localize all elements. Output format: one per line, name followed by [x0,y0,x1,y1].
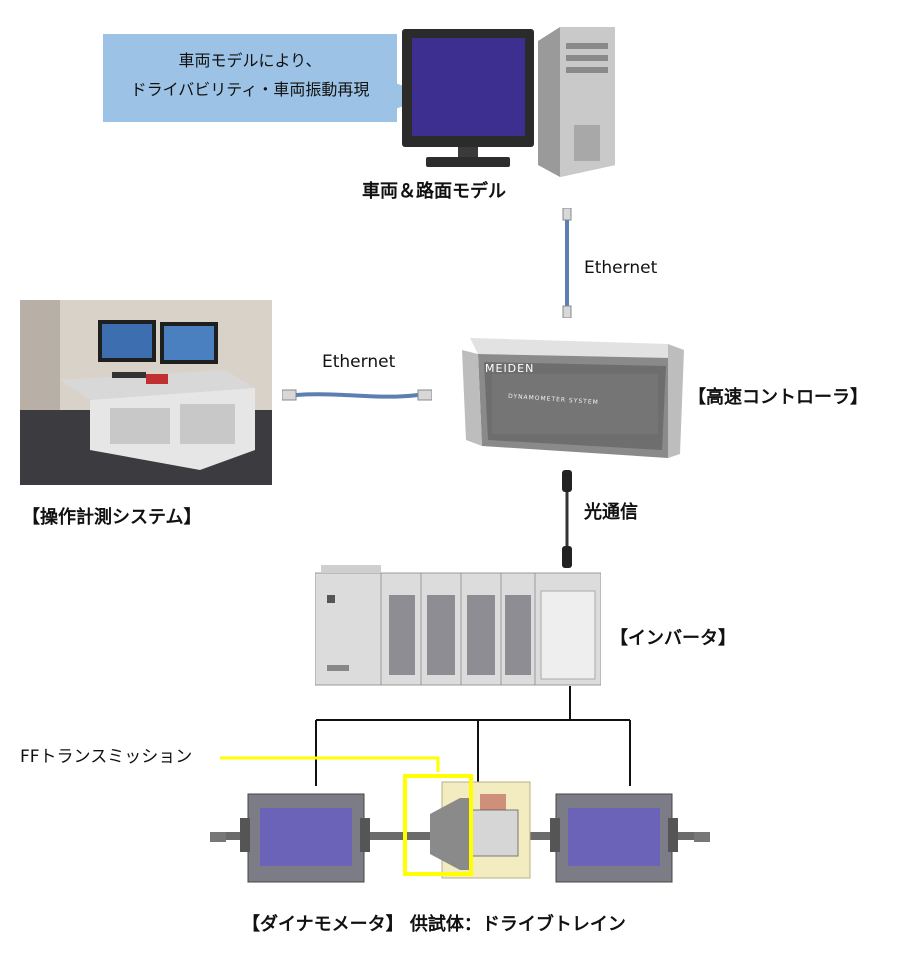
ff-transmission-label: FFトランスミッション [20,747,193,767]
power-wiring [315,686,631,786]
callout-box [103,34,397,122]
pc-illustration [402,27,615,177]
controller-brand: MEIDEN [485,362,535,375]
ethernet-cable-vertical [562,208,572,318]
inverter-label: 【インバータ】 [610,628,736,649]
left-dynamometer [240,793,370,883]
monitor-screen [412,38,525,136]
transmission-unit [430,781,531,879]
optical-cable [562,470,572,568]
tower-front [560,27,615,177]
callout-line-2: ドライバビリティ・車両振動再現 [130,80,370,99]
ff-transmission-highlight-box [403,774,473,876]
controller-label: 【高速コントローラ】 [688,387,868,408]
dynamometer-assembly [210,781,710,883]
callout-line-1: 車両モデルにより、 [178,51,322,70]
right-dynamometer [550,793,678,883]
monitor-neck [458,147,478,159]
bottom-caption: 【ダイナモメータ】 供試体：ドライブトレイン [242,914,626,935]
ethernet-cable-horizontal [282,389,432,401]
console-photo [20,300,272,485]
inverter-cabinet [315,565,601,686]
monitor-base [426,157,510,167]
vehicle-model-label: 車両＆路面モデル [362,181,506,202]
operation-system-label: 【操作計測システム】 [22,507,202,528]
callout-text: 車両モデルにより、 ドライバビリティ・車両振動再現 [103,46,397,104]
ethernet-top-label: Ethernet [584,258,658,278]
optical-label: 光通信 [584,502,638,523]
ff-transmission-leader [220,756,440,772]
ethernet-left-label: Ethernet [322,352,396,372]
controller-unit [462,338,684,458]
